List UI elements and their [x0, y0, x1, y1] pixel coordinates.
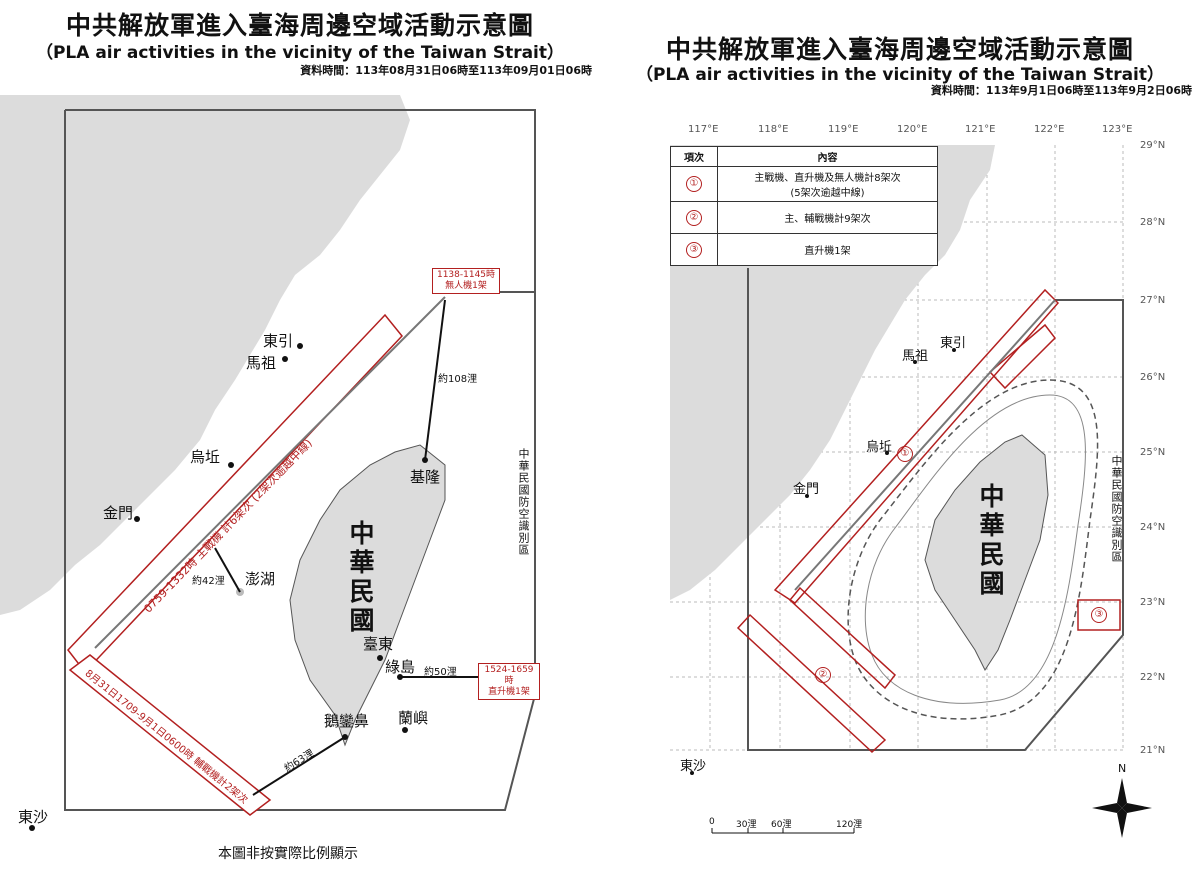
legend-text-2: 主、輔戰機計9架次	[717, 201, 938, 234]
scale-30: 30浬	[736, 820, 757, 830]
legend-text-1: 主戰機、直升機及無人機計8架次 (5架次逾越中線)	[717, 166, 938, 202]
left-title-zh: 中共解放軍進入臺海周邊空域活動示意圖	[65, 11, 534, 40]
right-map-panel: 中共解放軍進入臺海周邊空域活動示意圖 （PLA air activities i…	[600, 0, 1200, 873]
scale-0: 0	[709, 817, 715, 827]
north-label: N	[1118, 762, 1127, 775]
right-title-zh: 中共解放軍進入臺海周邊空域活動示意圖	[665, 35, 1134, 64]
label-keelung: 基隆	[410, 468, 441, 486]
right-period: 資料時間：113年9月1日06時至113年9月2日06時	[930, 84, 1192, 97]
scale-120: 120浬	[836, 820, 863, 830]
lat-24: 24°N	[1140, 522, 1166, 533]
label-wuqiu: 烏坵	[190, 448, 221, 466]
label-dongyin: 東引	[940, 336, 967, 351]
label-roc: 中華民國	[346, 520, 375, 636]
lon-122: 122°E	[1034, 124, 1065, 135]
distance-108: 約108浬	[438, 374, 478, 385]
label-eluanbi: 鵝鑾鼻	[324, 712, 370, 730]
left-map-panel: 中共解放軍進入臺海周邊空域活動示意圖 （PLA air activities i…	[0, 11, 592, 862]
area-1-marker: ①	[897, 446, 913, 462]
lat-28: 28°N	[1140, 217, 1166, 228]
area-2-marker: ②	[815, 667, 831, 683]
label-penghu: 澎湖	[245, 570, 276, 588]
dot-taitung	[377, 655, 383, 661]
label-lvdao: 綠島	[385, 658, 416, 676]
taiwan-island	[289, 444, 446, 747]
left-map-graphic	[0, 95, 536, 816]
label-lanyu: 蘭嶼	[398, 709, 429, 727]
lat-22: 22°N	[1140, 672, 1166, 683]
lat-27: 27°N	[1140, 295, 1166, 306]
dot-dongyin	[297, 343, 303, 349]
legend-num-1: ①	[686, 176, 702, 192]
legend-header-item: 項次	[670, 146, 718, 167]
label-dongyin: 東引	[263, 332, 294, 350]
track-2-band	[736, 613, 887, 754]
label-kinmen: 金門	[103, 504, 134, 522]
right-title-en: （PLA air activities in the vicinity of t…	[635, 65, 1165, 85]
left-period: 資料時間：113年08月31日06時至113年09月01日06時	[300, 64, 592, 77]
dot-kinmen	[805, 494, 809, 498]
label-adiz: 中華民國防空識別區	[517, 448, 530, 556]
label-kinmen: 金門	[793, 482, 820, 497]
dot-mazu	[913, 360, 917, 364]
track-1-band	[773, 288, 1060, 604]
dot-dongyin	[952, 348, 956, 352]
lon-120: 120°E	[897, 124, 928, 135]
dot-keelung	[422, 457, 428, 463]
label-dongsha: 東沙	[18, 808, 49, 826]
dot-eluanbi	[342, 734, 348, 740]
legend-header-content: 內容	[717, 146, 938, 167]
dot-mazu	[282, 356, 288, 362]
left-title-en: （PLA air activities in the vicinity of t…	[35, 43, 565, 63]
lat-25: 25°N	[1140, 447, 1166, 458]
lon-123: 123°E	[1102, 124, 1133, 135]
lon-121: 121°E	[965, 124, 996, 135]
area-3-marker: ③	[1091, 607, 1107, 623]
label-mazu: 馬祖	[246, 354, 277, 372]
distance-42: 約42浬	[192, 576, 225, 587]
aux-track-band	[68, 654, 272, 816]
lon-117: 117°E	[688, 124, 719, 135]
heli-box: 1524-1659時 直升機1架	[478, 663, 540, 700]
label-taitung: 臺東	[363, 635, 394, 653]
lat-26: 26°N	[1140, 372, 1166, 383]
distance-50: 約50浬	[424, 667, 457, 678]
compass-icon	[1092, 778, 1152, 838]
dot-wuqiu	[885, 451, 889, 455]
lon-118: 118°E	[758, 124, 789, 135]
track-3-box	[1077, 599, 1121, 631]
china-coast-land	[0, 95, 410, 615]
lon-119: 119°E	[828, 124, 859, 135]
dot-dongsha	[690, 771, 694, 775]
lat-21: 21°N	[1140, 745, 1166, 756]
label-dongsha: 東沙	[680, 759, 707, 774]
legend-num-2: ②	[686, 209, 702, 226]
dot-wuqiu	[228, 462, 234, 468]
label-roc: 中華民國	[976, 483, 1005, 599]
footnote: 本圖非按實際比例顯示	[218, 846, 358, 862]
legend-num-3: ③	[686, 241, 702, 258]
dot-lanyu	[402, 727, 408, 733]
lat-23: 23°N	[1140, 597, 1166, 608]
legend-text-3: 直升機1架	[717, 233, 938, 266]
dot-lvdao	[397, 674, 403, 680]
scale-60: 60浬	[771, 820, 792, 830]
dot-dongsha	[29, 825, 35, 831]
scale-bar	[711, 828, 855, 834]
taiwan-island	[924, 434, 1049, 672]
drone-box: 1138-1145時 無人機1架	[432, 268, 500, 294]
dot-kinmen	[134, 516, 140, 522]
lat-29: 29°N	[1140, 140, 1166, 151]
label-adiz: 中華民國防空識別區	[1110, 455, 1123, 563]
label-mazu: 馬祖	[902, 349, 929, 364]
legend-table: 項次 內容 ① 主戰機、直升機及無人機計8架次 (5架次逾越中線) ② 主、輔戰…	[670, 146, 938, 266]
